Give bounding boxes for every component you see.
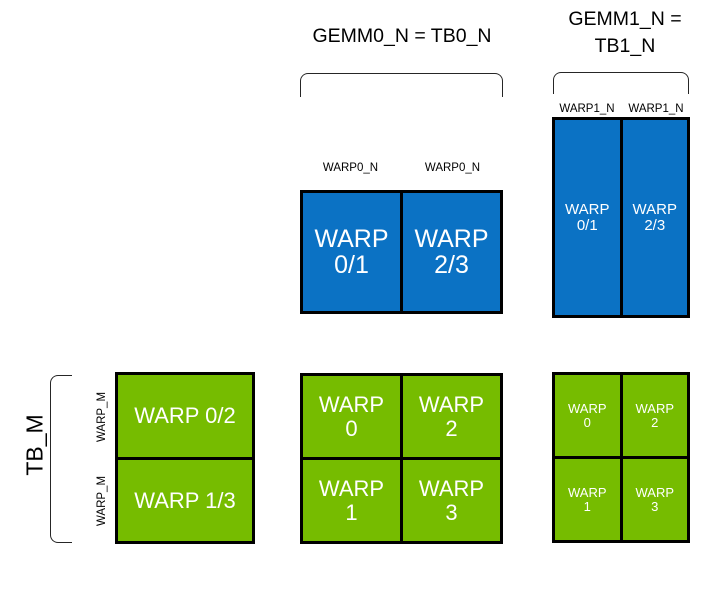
green-block-gemm0: WARP 0 WARP 2 WARP 1 WARP 3: [300, 373, 503, 544]
green-right-cell-warp-3: WARP 3: [619, 459, 688, 540]
heading-gemm0-n: GEMM0_N = TB0_N: [312, 25, 492, 47]
green-left-cell-warp-1-3-label: WARP 1/3: [134, 487, 236, 513]
green-right-cell-warp-2-label: WARP 2: [635, 400, 675, 430]
green-center-cell-warp-0: WARP 0: [303, 376, 400, 457]
green-left-row-top: WARP 0/2: [118, 375, 252, 457]
tick-warp1-n-left: WARP1_N: [559, 103, 615, 115]
label-tb-m: TB_M: [22, 414, 48, 476]
blue-right-cell-warp-2-3: WARP 2/3: [619, 120, 688, 315]
green-right-cell-warp-2: WARP 2: [619, 375, 688, 456]
green-center-cell-warp-2: WARP 2: [400, 376, 500, 457]
green-center-cell-warp-2-label: WARP 2: [418, 392, 485, 441]
bracket-gemm0-n: [300, 73, 503, 97]
blue-block-gemm0: WARP 0/1 WARP 2/3: [300, 190, 503, 314]
green-center-cell-warp-1: WARP 1: [303, 460, 400, 541]
green-right-cell-warp-0-label: WARP 0: [567, 400, 607, 430]
green-center-row-top: WARP 0 WARP 2: [303, 376, 500, 457]
label-warp-m-bottom: WARP_M: [96, 475, 108, 527]
green-center-cell-warp-3: WARP 3: [400, 460, 500, 541]
heading-gemm1-n-line2: TB1_N: [594, 35, 656, 57]
green-center-cell-warp-1-label: WARP 1: [318, 476, 385, 525]
green-center-cell-warp-3-label: WARP 3: [418, 476, 485, 525]
green-left-cell-warp-0-2: WARP 0/2: [118, 375, 252, 457]
blue-block-gemm1: WARP 0/1 WARP 2/3: [552, 117, 690, 318]
green-right-cell-warp-3-label: WARP 3: [635, 484, 675, 514]
blue-cell-warp-2-3-label: WARP 2/3: [414, 224, 489, 279]
green-right-cell-warp-0: WARP 0: [555, 375, 620, 456]
bracket-gemm1-n: [553, 72, 689, 94]
label-warp-m-top: WARP_M: [96, 391, 108, 443]
green-block-gemm1: WARP 0 WARP 2 WARP 1 WARP 3: [552, 372, 690, 543]
green-center-row-bottom: WARP 1 WARP 3: [303, 457, 500, 541]
green-block-tb-m: WARP 0/2 WARP 1/3: [115, 372, 255, 544]
green-left-cell-warp-1-3: WARP 1/3: [118, 460, 252, 542]
green-left-cell-warp-0-2-label: WARP 0/2: [134, 403, 236, 429]
green-right-row-top: WARP 0 WARP 2: [555, 375, 687, 456]
blue-cell-warp-0-1: WARP 0/1: [303, 193, 400, 311]
blue-right-cell-warp-0-1: WARP 0/1: [555, 120, 620, 315]
blue-right-cell-warp-0-1-label: WARP 0/1: [565, 200, 610, 234]
green-right-cell-warp-1-label: WARP 1: [567, 484, 607, 514]
tick-warp0-n-left: WARP0_N: [322, 162, 379, 174]
heading-gemm1-n-line1: GEMM1_N =: [568, 8, 682, 30]
blue-right-cell-warp-2-3-label: WARP 2/3: [632, 200, 677, 234]
bracket-tb-m: [50, 375, 72, 543]
green-right-cell-warp-1: WARP 1: [555, 459, 620, 540]
green-left-row-bottom: WARP 1/3: [118, 456, 252, 542]
green-right-row-bottom: WARP 1 WARP 3: [555, 456, 687, 540]
tick-warp1-n-right: WARP1_N: [628, 103, 684, 115]
blue-cell-warp-2-3: WARP 2/3: [400, 193, 500, 311]
tick-warp0-n-right: WARP0_N: [424, 162, 481, 174]
green-center-cell-warp-0-label: WARP 0: [318, 392, 385, 441]
blue-cell-warp-0-1-label: WARP 0/1: [314, 224, 389, 279]
